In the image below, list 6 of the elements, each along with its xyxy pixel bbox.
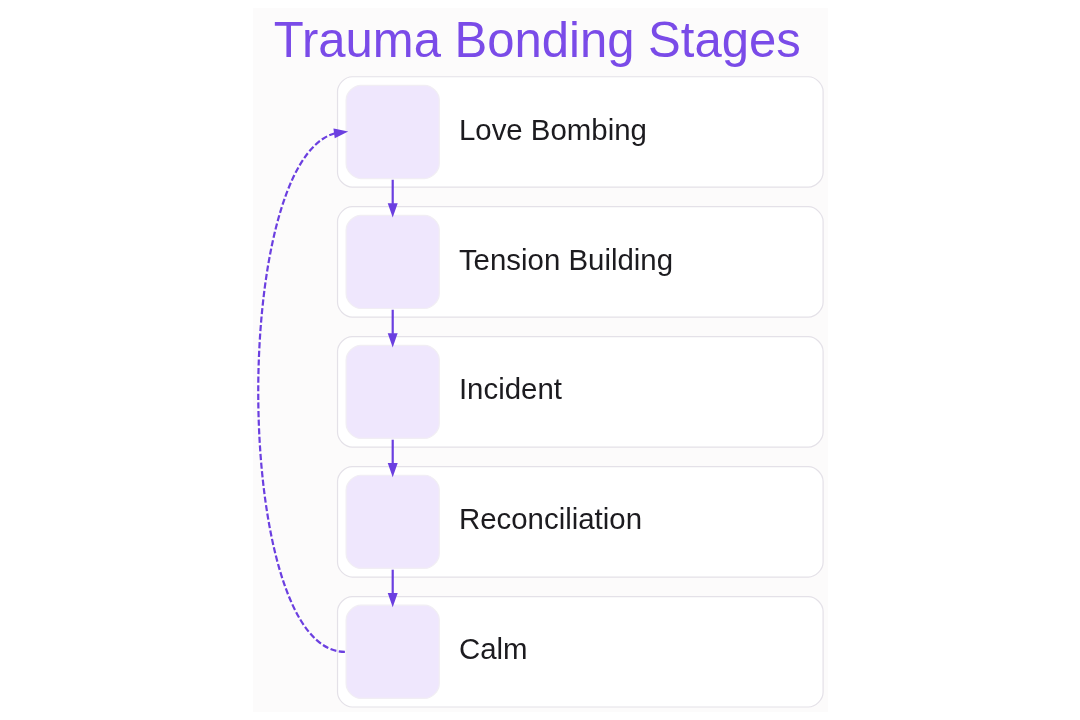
arrow	[387, 569, 398, 608]
arrow	[256, 128, 348, 653]
diagram-title: Trauma Bonding Stages	[273, 13, 801, 68]
arrow	[387, 439, 398, 478]
arrow	[387, 309, 398, 348]
arrow	[387, 179, 398, 218]
